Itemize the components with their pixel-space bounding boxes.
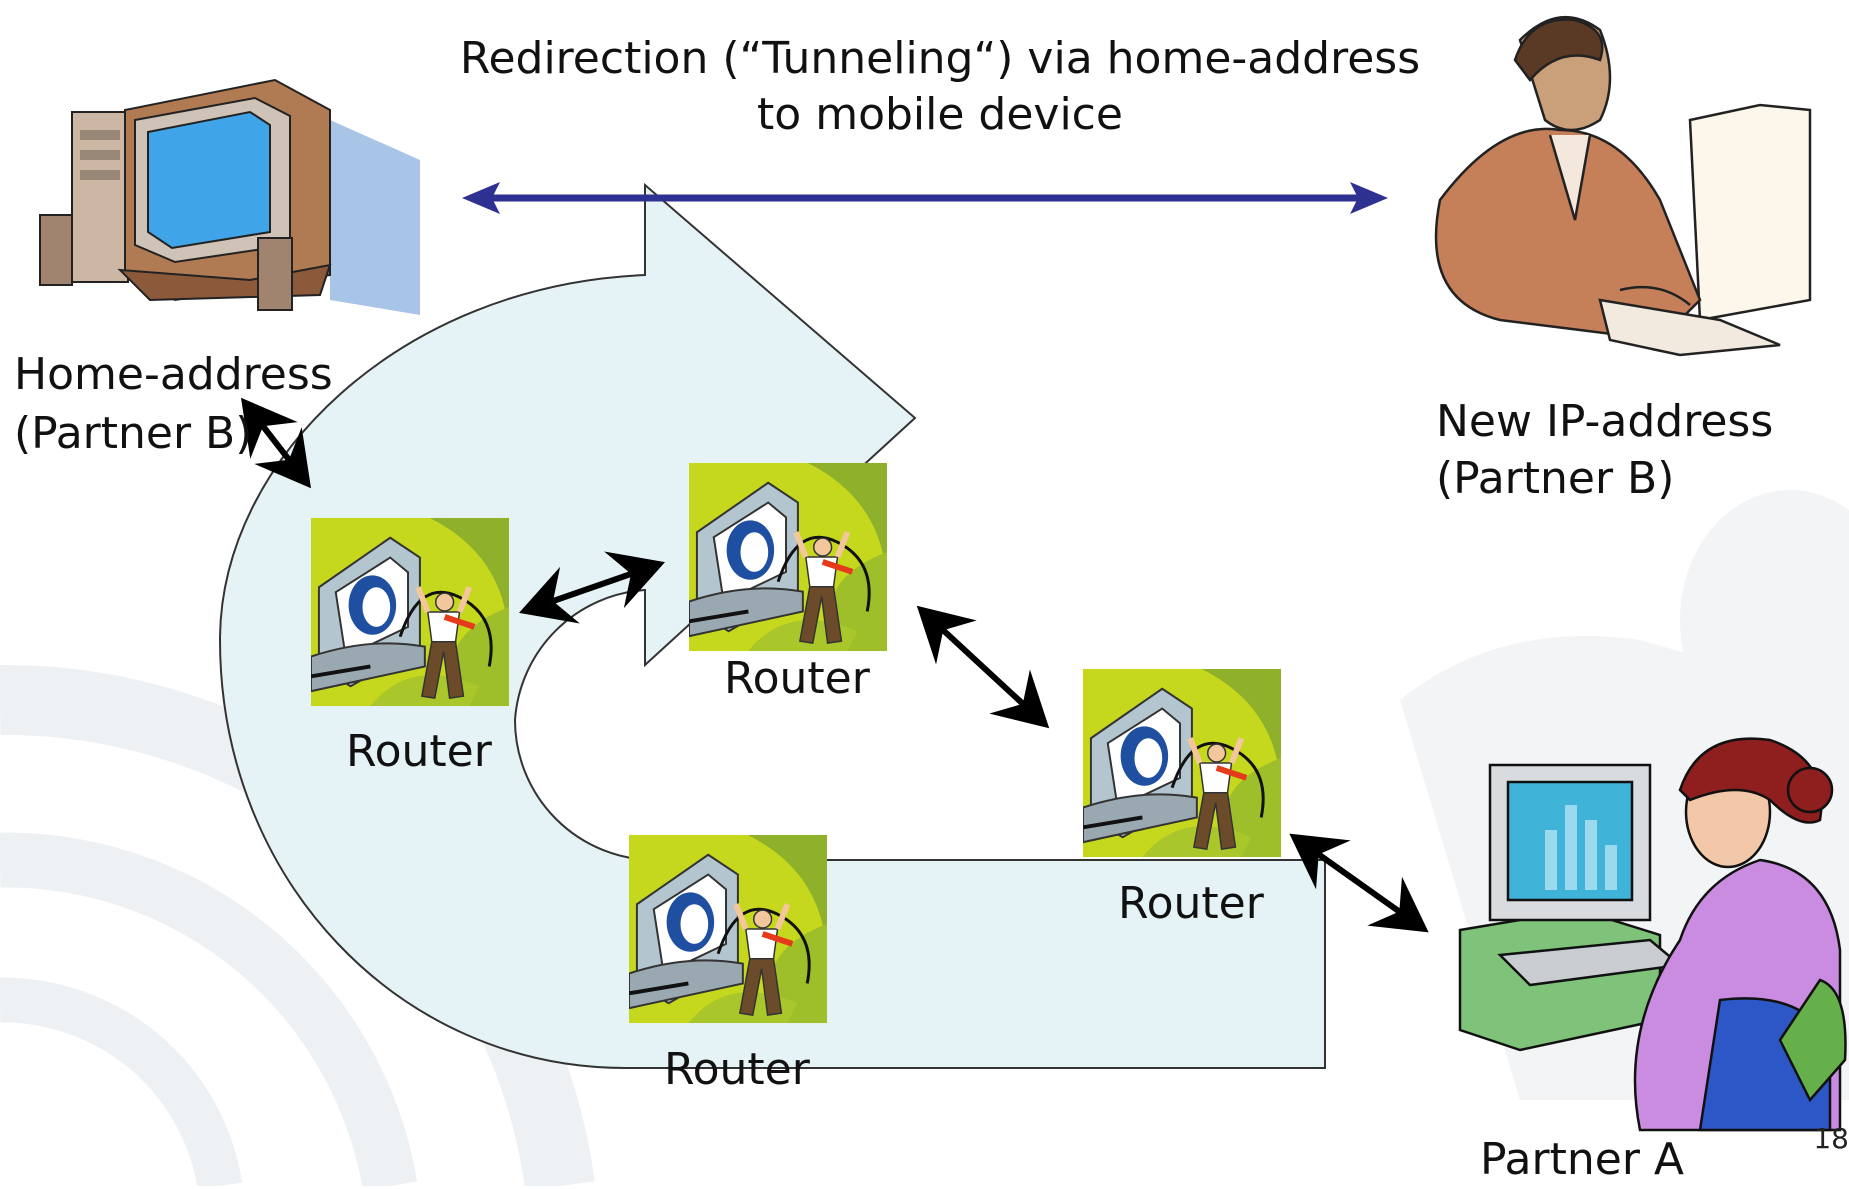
router-label: Router xyxy=(1118,878,1264,929)
partner-a-label: Partner A xyxy=(1480,1134,1684,1185)
arrow-router-to-router-middle xyxy=(916,605,1050,729)
home-computer-icon xyxy=(39,78,420,315)
new-ip-partner-label: (Partner B) xyxy=(1436,453,1675,504)
router-icon xyxy=(629,835,827,1023)
arrow-router-to-partner-a xyxy=(1289,833,1429,933)
home-partner-label: (Partner B) xyxy=(14,408,253,459)
partner-a-icon xyxy=(1458,737,1847,1132)
home-address-label: Home-address xyxy=(14,349,333,400)
router-icon xyxy=(311,518,509,706)
new-ip-address-label: New IP-address xyxy=(1436,396,1774,447)
router-label: Router xyxy=(346,726,492,777)
connection-arrows xyxy=(240,397,1429,933)
title-line-1: Redirection (“Tunneling“) via home-addre… xyxy=(459,33,1421,84)
arrow-home-to-router xyxy=(240,397,312,489)
partner-b-new-location-icon xyxy=(1434,15,1812,357)
router-label: Router xyxy=(664,1044,810,1095)
tunneling-arrow xyxy=(462,182,1388,214)
router-icon xyxy=(1083,669,1281,857)
slide-number: 18 xyxy=(1813,1122,1849,1155)
router-label: Router xyxy=(724,653,870,704)
title-line-2: to mobile device xyxy=(757,89,1123,140)
router-icon xyxy=(689,463,887,651)
arrow-router-to-router-upper xyxy=(519,551,665,624)
